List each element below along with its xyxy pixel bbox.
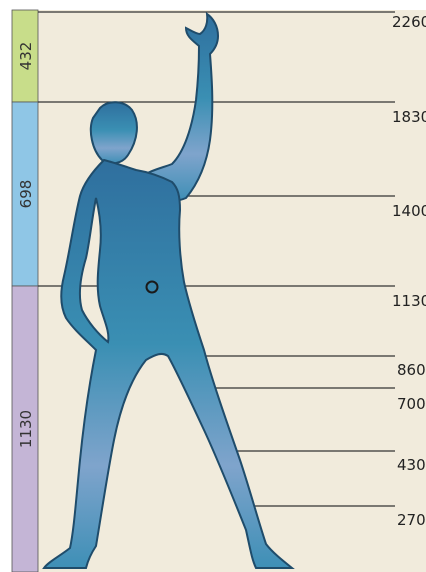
level-label-2260: 2260 — [392, 13, 426, 31]
band-label-698: 698 — [17, 180, 35, 209]
level-label-430: 430 — [397, 456, 426, 474]
level-label-1830: 1830 — [392, 108, 426, 126]
level-label-700: 700 — [397, 395, 426, 413]
level-label-1400: 1400 — [392, 202, 426, 220]
band-label-432: 432 — [17, 42, 35, 71]
level-label-270: 270 — [397, 511, 426, 529]
level-label-1130: 1130 — [392, 292, 426, 310]
level-label-860: 860 — [397, 361, 426, 379]
band-label-1130: 1130 — [17, 410, 35, 448]
